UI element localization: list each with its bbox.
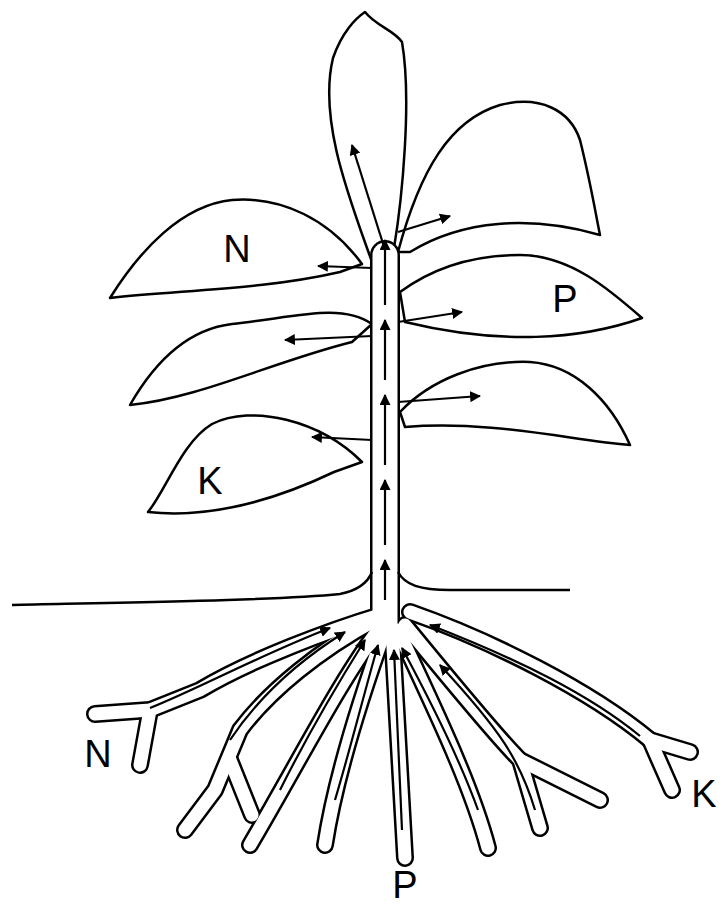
ground-line — [12, 572, 570, 605]
flow-arrows — [150, 145, 640, 830]
nutrient-label: P — [552, 279, 577, 321]
nutrient-label: N — [223, 229, 250, 271]
nutrient-label: K — [197, 461, 222, 503]
stem-and-roots — [95, 255, 690, 858]
nutrient-label: N — [84, 734, 111, 776]
nutrient-label: K — [691, 774, 716, 816]
nutrient-label: P — [392, 865, 417, 907]
